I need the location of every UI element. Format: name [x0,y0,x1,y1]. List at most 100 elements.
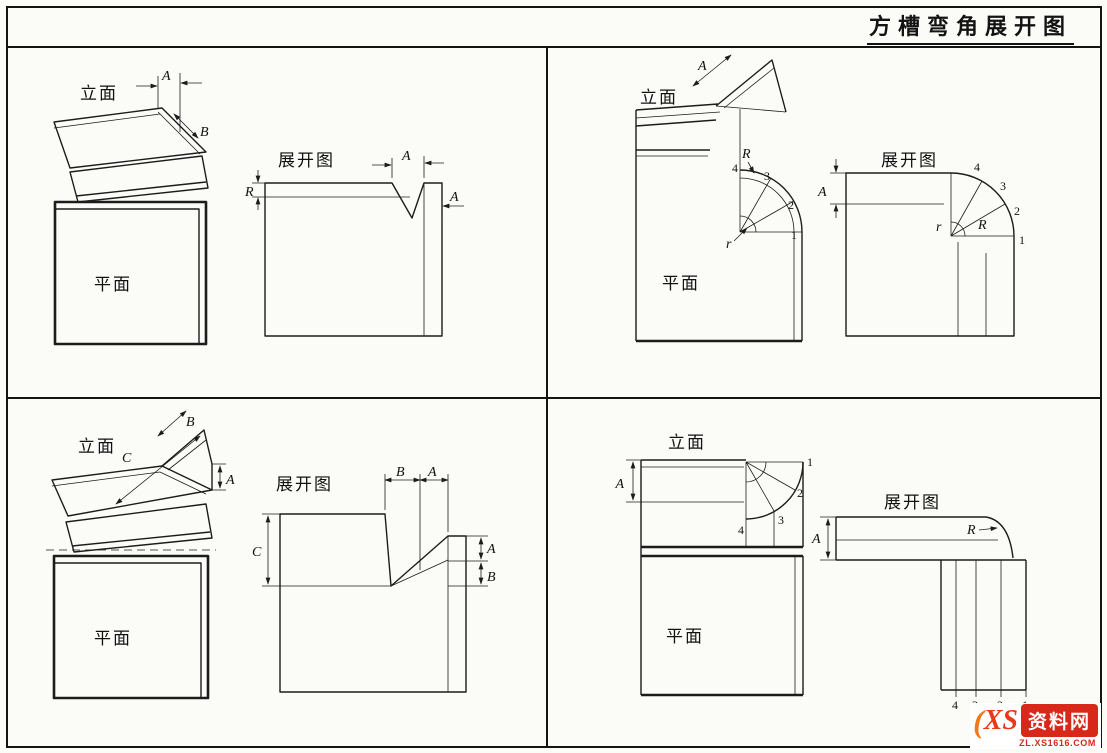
q2-development-drawing: 展开图 4 3 2 1 r R A [817,151,1025,337]
ext-line [212,463,226,491]
q1-plan-label: 平面 [94,275,132,294]
ext-line [626,459,641,503]
ext-line [820,516,836,561]
edge [75,181,207,197]
quadrant-1-figure: 立面 A B 平面 展开图 [53,69,464,346]
q1-plan-outline [53,200,208,346]
quadrant-2-figure: 立面 A 4 3 2 1 R r [635,54,1025,343]
q2-development-label: 展开图 [881,151,938,170]
q2-dim-a: A [697,59,707,74]
edge [159,471,207,495]
band-outline [65,503,213,553]
edge [641,545,803,558]
q3-plan-label: 平面 [94,629,132,648]
fold-line [957,242,987,336]
edge [723,67,775,109]
q2-dev-point-4: 4 [974,160,980,174]
arc-outer [745,461,804,520]
q4-elevation-drawing: 立面 1 2 3 4 A 平面 [614,433,813,697]
q2-dev-dim-a: A [817,185,827,200]
q1-dim-a-top: A [161,69,171,84]
edge [715,105,787,113]
q3-elevation-label: 立面 [78,437,116,456]
dim-line [115,435,201,505]
q3-dim-a: A [225,473,235,488]
ext-line [955,690,1027,697]
q4-dev-dim-a: A [811,532,821,547]
page-title: 方槽弯角展开图 [866,9,1074,45]
q2-dim-r-big: R [741,147,751,162]
ext-line [391,156,425,178]
watermark-logo-paren: ( [973,702,984,739]
edge [54,562,202,698]
flange-outline [51,465,213,517]
q4-dev-dim-r: R [966,523,976,538]
q2-dev-point-2: 2 [1014,204,1020,218]
q1-elevation-drawing: 立面 A B 平面 [53,69,209,346]
quadrant-3-figure: 立面 B C A 平面 [46,410,496,700]
q3-plan-outline [52,554,210,700]
watermark-row: ( XS 资料网 [973,704,1098,737]
q1-dim-r: R [244,185,254,200]
q3-elevation-drawing: 立面 B C A 平面 [46,410,235,700]
arc-small-r [950,221,966,237]
q2-dev-point-3: 3 [1000,179,1006,193]
q2-dim-r-small: r [726,237,732,252]
q3-dim-b: B [186,415,195,430]
q4-point-2: 2 [797,486,803,500]
ext-line [262,513,280,587]
q4-development-label: 展开图 [884,493,941,512]
dim-line [157,410,187,437]
q2-point-3: 3 [764,169,770,183]
q3-dev-dim-b-right: B [487,570,496,585]
q4-point-3: 3 [778,513,784,527]
q4-plan-label: 平面 [666,627,704,646]
q2-plan-label: 平面 [662,274,700,293]
quadrant-4-figure: 立面 1 2 3 4 A 平面 展开图 [614,433,1028,712]
q2-dev-dim-r-small: r [936,220,942,235]
edge [55,208,200,344]
edge [71,531,211,547]
watermark-site: ZL.XS1616.COM [1019,738,1096,748]
fold-line [955,560,1002,690]
edge [635,119,717,127]
arc-inner [739,177,795,233]
band-outline [69,155,209,203]
q1-dim-a-strip: A [449,190,459,205]
q3-development-outline [279,513,467,693]
edge [635,103,719,111]
title-bar: 方槽弯角展开图 [8,8,1100,48]
edge [635,111,721,119]
q2-development-outline [845,172,1015,337]
fold-line [390,559,449,587]
flange-outline [53,107,207,169]
fold-line [950,173,1014,237]
q3-dev-dim-a-top: A [427,465,437,480]
q3-dev-dim-a-right: A [486,542,496,557]
q1-development-drawing: 展开图 R A A [244,149,464,337]
page-frame [6,6,1102,748]
edge [157,111,201,155]
q1-development-outline [264,182,443,337]
watermark-logo: XS [983,704,1018,736]
watermark: ( XS 资料网 ZL.XS1616.COM [970,703,1101,749]
leader-line [733,227,748,242]
leader-line [978,526,998,532]
q2-dev-dim-r-big: R [977,218,987,233]
ext-line [830,172,846,205]
ext-line [252,182,265,198]
q2-dev-point-1: 1 [1019,233,1025,247]
ext-line [384,474,449,570]
q3-dev-dim-c: C [252,545,262,560]
fold-line [745,461,803,519]
dim-line [173,113,199,139]
fold-line [745,511,775,547]
curved-edge [985,516,1014,559]
q3-dim-c: C [122,451,132,466]
q1-dim-a-dev: A [401,149,411,164]
fold-line [739,170,802,233]
ext-line [466,535,488,587]
arc-small-r [745,461,767,483]
q1-elevation-label: 立面 [80,84,118,103]
arc-small-r [739,215,757,233]
